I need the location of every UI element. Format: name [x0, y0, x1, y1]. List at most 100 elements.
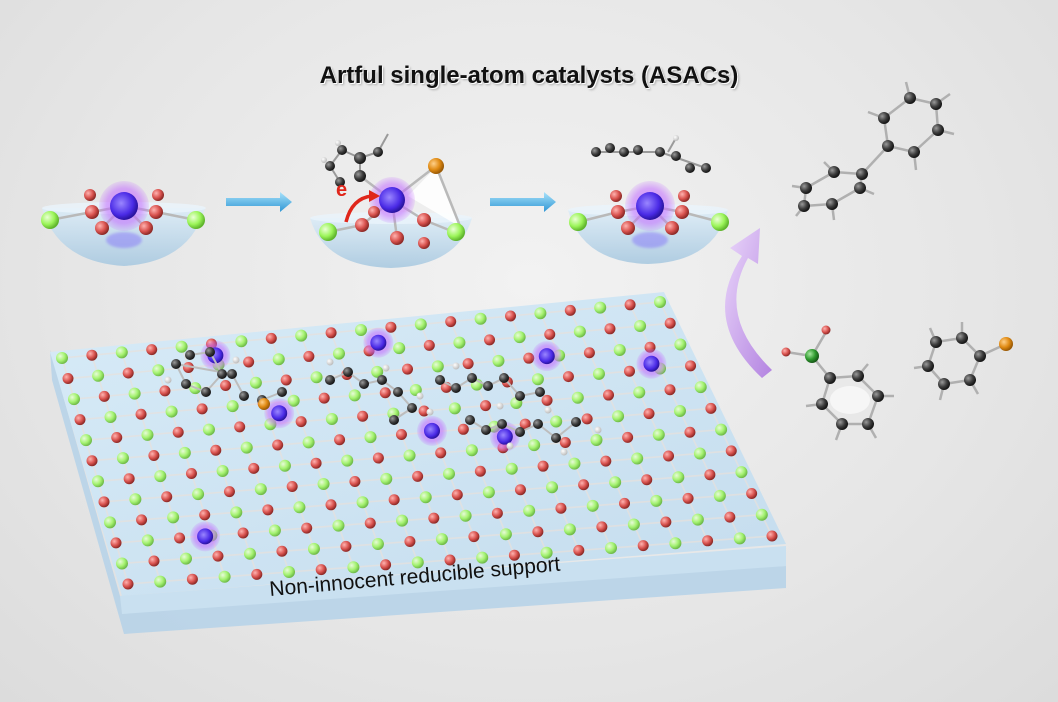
- support-metal-atom: [104, 516, 116, 529]
- oxygen-atom: [445, 316, 457, 328]
- oxygen-atom: [532, 526, 544, 538]
- support-metal-atom: [115, 346, 128, 359]
- single-atom: [370, 334, 387, 351]
- carbon-atom: [515, 391, 525, 401]
- support-metal-atom: [673, 404, 686, 417]
- oxygen-atom: [555, 502, 567, 514]
- support-metal-atom: [443, 467, 455, 480]
- oxygen-atom: [537, 460, 549, 472]
- support-metal-atom: [592, 367, 605, 380]
- oxygen-atom: [623, 365, 635, 377]
- support-metal-atom: [540, 546, 553, 559]
- diagram-title: Artful single-atom catalysts (ASACs): [319, 62, 739, 89]
- oxygen-atom: [457, 423, 469, 435]
- hydrogen-atom: [416, 392, 424, 400]
- single-atom: [423, 422, 440, 439]
- carbon-atom: [205, 347, 215, 357]
- oxygen-atom: [508, 549, 520, 561]
- carbon-atom: [185, 350, 195, 360]
- oxygen-atom: [301, 522, 313, 534]
- right-arrow-icon: [490, 192, 556, 212]
- support-metal-atom: [573, 325, 586, 338]
- oxygen-atom: [660, 516, 672, 528]
- carbon-atom: [451, 383, 461, 393]
- hydrogen-atom: [544, 406, 552, 414]
- carbon-atom: [171, 359, 181, 369]
- support-metal-atom: [380, 472, 393, 485]
- oxygen-atom: [379, 387, 391, 399]
- support-metal-atom: [302, 436, 315, 449]
- oxygen-atom: [664, 384, 676, 396]
- support-metal-atom: [652, 428, 665, 441]
- support-metal-atom: [332, 519, 345, 532]
- oxygen-atom: [135, 408, 147, 420]
- oxygen-atom: [682, 492, 694, 504]
- oxygen-atom: [276, 545, 288, 557]
- oxygen-atom: [641, 474, 653, 486]
- support-metal-atom: [403, 449, 416, 462]
- support-metal-atom: [627, 518, 640, 531]
- oxygen-atom: [146, 344, 158, 356]
- support-metal-atom: [218, 570, 231, 583]
- support-metal-atom: [634, 320, 647, 333]
- oxygen-atom: [303, 350, 315, 362]
- oxygen-atom: [318, 392, 330, 404]
- support-metal-atom: [192, 488, 205, 501]
- support-metal-atom: [128, 387, 141, 400]
- support-metal-atom: [693, 447, 706, 460]
- oxygen-atom: [86, 349, 98, 361]
- oxygen-atom: [74, 414, 86, 426]
- support-metal-atom: [202, 423, 215, 436]
- catalyst-bowl-1: [41, 181, 206, 266]
- carbon-atom: [481, 425, 491, 435]
- oxygen-atom: [395, 429, 407, 441]
- oxygen-atom: [295, 416, 307, 428]
- oxygen-atom: [402, 363, 413, 375]
- oxygen-atom: [684, 426, 696, 438]
- support-metal-atom: [550, 415, 563, 428]
- oxygen-atom: [573, 544, 585, 556]
- oxygen-atom: [380, 559, 392, 571]
- support-metal-atom: [594, 301, 607, 314]
- oxygen-atom: [462, 358, 474, 370]
- oxygen-atom: [280, 374, 292, 386]
- oxygen-atom: [663, 450, 675, 462]
- hydrogen-atom: [496, 402, 504, 410]
- oxygen-atom: [523, 352, 535, 364]
- carbon-atom: [239, 391, 249, 401]
- oxygen-atom: [325, 327, 337, 339]
- oxygen-atom: [234, 421, 246, 433]
- reducible-support-slab: Non-innocent reducible support: [50, 292, 786, 634]
- oxygen-atom: [468, 531, 480, 543]
- oxygen-atom: [541, 394, 553, 406]
- oxygen-atom: [725, 445, 737, 457]
- oxygen-atom: [123, 473, 135, 485]
- support-metal-atom: [307, 542, 320, 555]
- hydrogen-atom: [382, 364, 390, 372]
- hydrogen-atom: [560, 448, 568, 456]
- oxygen-atom: [272, 439, 284, 451]
- electron-label: e: [336, 179, 347, 201]
- support-metal-atom: [435, 533, 448, 546]
- oxygen-atom: [220, 379, 232, 391]
- support-metal-atom: [154, 575, 167, 588]
- oxygen-atom: [223, 486, 235, 498]
- support-metal-atom: [669, 537, 682, 550]
- hydrogen-atom: [426, 408, 434, 416]
- oxygen-atom: [428, 512, 440, 524]
- oxygen-atom: [385, 321, 397, 333]
- oxygen-atom: [505, 310, 516, 322]
- support-metal-atom: [104, 410, 117, 423]
- carbon-atom: [325, 375, 335, 385]
- hydrogen-atom: [506, 442, 514, 450]
- support-metal-atom: [691, 513, 704, 526]
- oxygen-atom: [98, 390, 110, 402]
- oxygen-atom: [600, 455, 612, 467]
- support-metal-atom: [613, 344, 626, 356]
- support-metal-atom: [348, 389, 361, 402]
- oxygen-atom: [596, 521, 608, 533]
- support-metal-atom: [605, 542, 617, 554]
- single-atom: [643, 355, 660, 372]
- support-metal-atom: [268, 524, 281, 537]
